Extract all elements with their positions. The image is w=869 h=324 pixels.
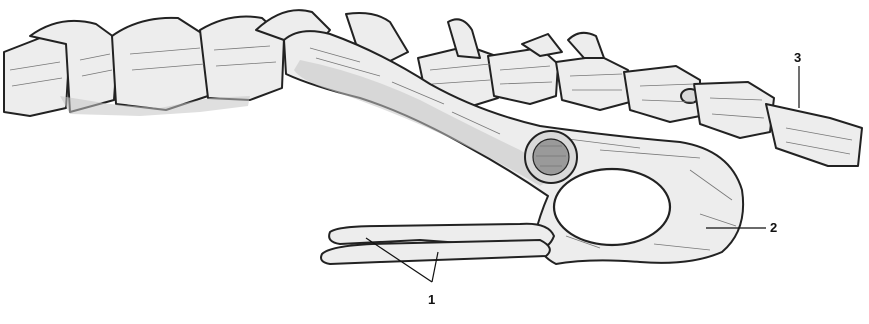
label-1: 1 [428,292,435,307]
rod-bones [321,224,554,264]
obturator-foramen [554,169,670,245]
label-2: 2 [770,220,777,235]
label-3: 3 [794,50,801,65]
